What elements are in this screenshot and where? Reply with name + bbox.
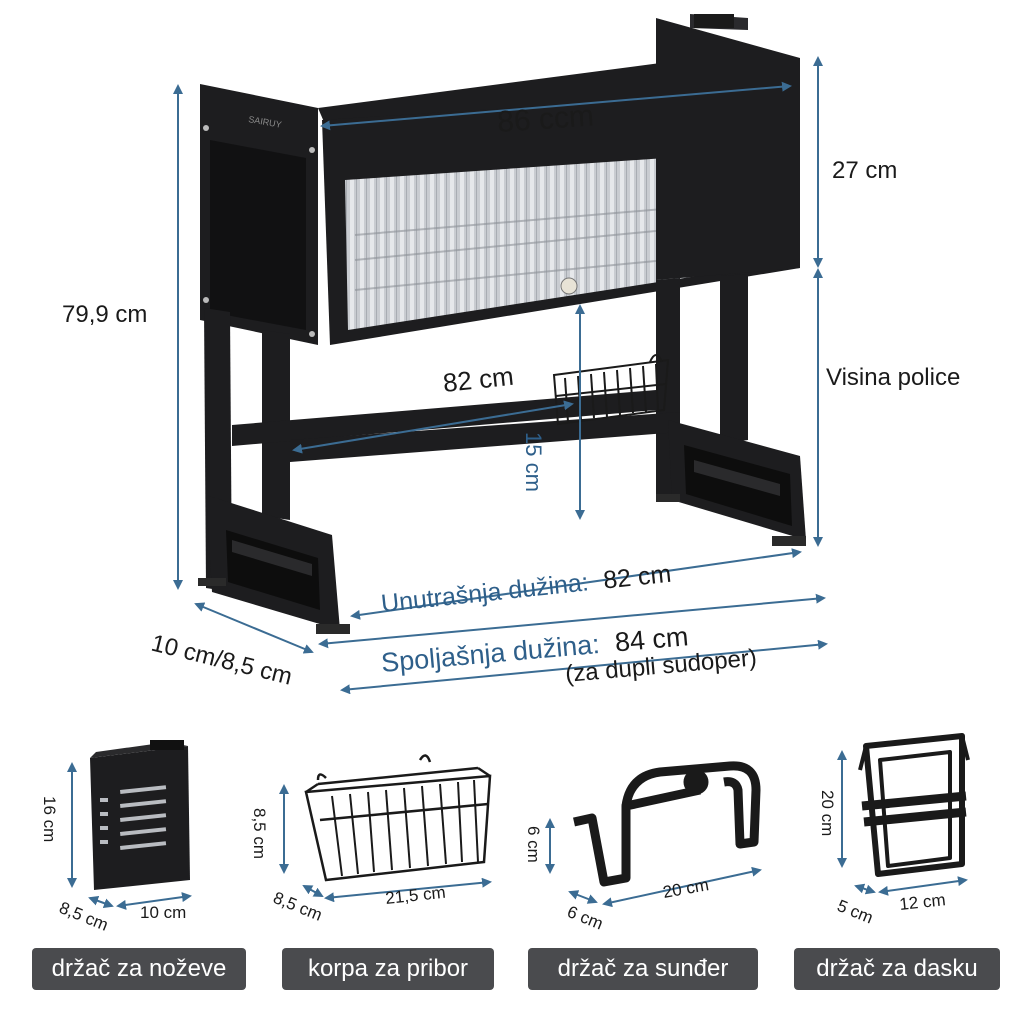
sponge-holder-height: 6 cm [524, 826, 543, 863]
inner-length-label: Unutrašnja dužina: [380, 568, 590, 618]
cabinet-height-label: 27 cm [832, 157, 897, 184]
sponge-holder-width: 20 cm [661, 875, 710, 902]
inner-bar-label: 82 cm [441, 361, 515, 398]
label-knife-holder: držač za noževe [32, 948, 246, 990]
outer-length-value: 84 cm [614, 621, 690, 657]
shelf-height-label: Visina police [826, 364, 960, 391]
inner-length-value: 82 cm [602, 560, 673, 595]
sponge-holder-depth: 6 cm [565, 902, 606, 933]
door-knob[interactable] [560, 277, 578, 295]
knife-holder-height: 16 cm [40, 796, 59, 842]
dimension-lines [173, 56, 828, 695]
board-holder-depth: 5 cm [835, 896, 876, 927]
top-width-label: 86 ccm [496, 99, 595, 139]
board-holder-width: 12 cm [898, 890, 946, 914]
knife-holder-width: 10 cm [140, 903, 186, 922]
label-board-holder: držač za dasku [794, 948, 1000, 990]
depth-label: 10 cm/8,5 cm [149, 630, 295, 691]
board-holder-height: 20 cm [818, 790, 837, 836]
utensil-basket [279, 754, 492, 903]
utensil-basket-width: 21,5 cm [384, 883, 446, 908]
label-sponge-holder: držač za sunđer [528, 948, 758, 990]
svg-text:Unutrašnja dužina: 82 cm: Unutrašnja dužina: 82 cm [380, 560, 673, 618]
utensil-basket-height: 8,5 cm [250, 808, 269, 859]
knife-holder [67, 740, 192, 910]
total-height-label: 79,9 cm [62, 301, 147, 328]
sponge-holder [573, 761, 761, 887]
basket-drop-label: 15 cm [521, 432, 546, 492]
label-utensil-basket: korpa za pribor [282, 948, 494, 990]
board-holder [858, 733, 970, 877]
